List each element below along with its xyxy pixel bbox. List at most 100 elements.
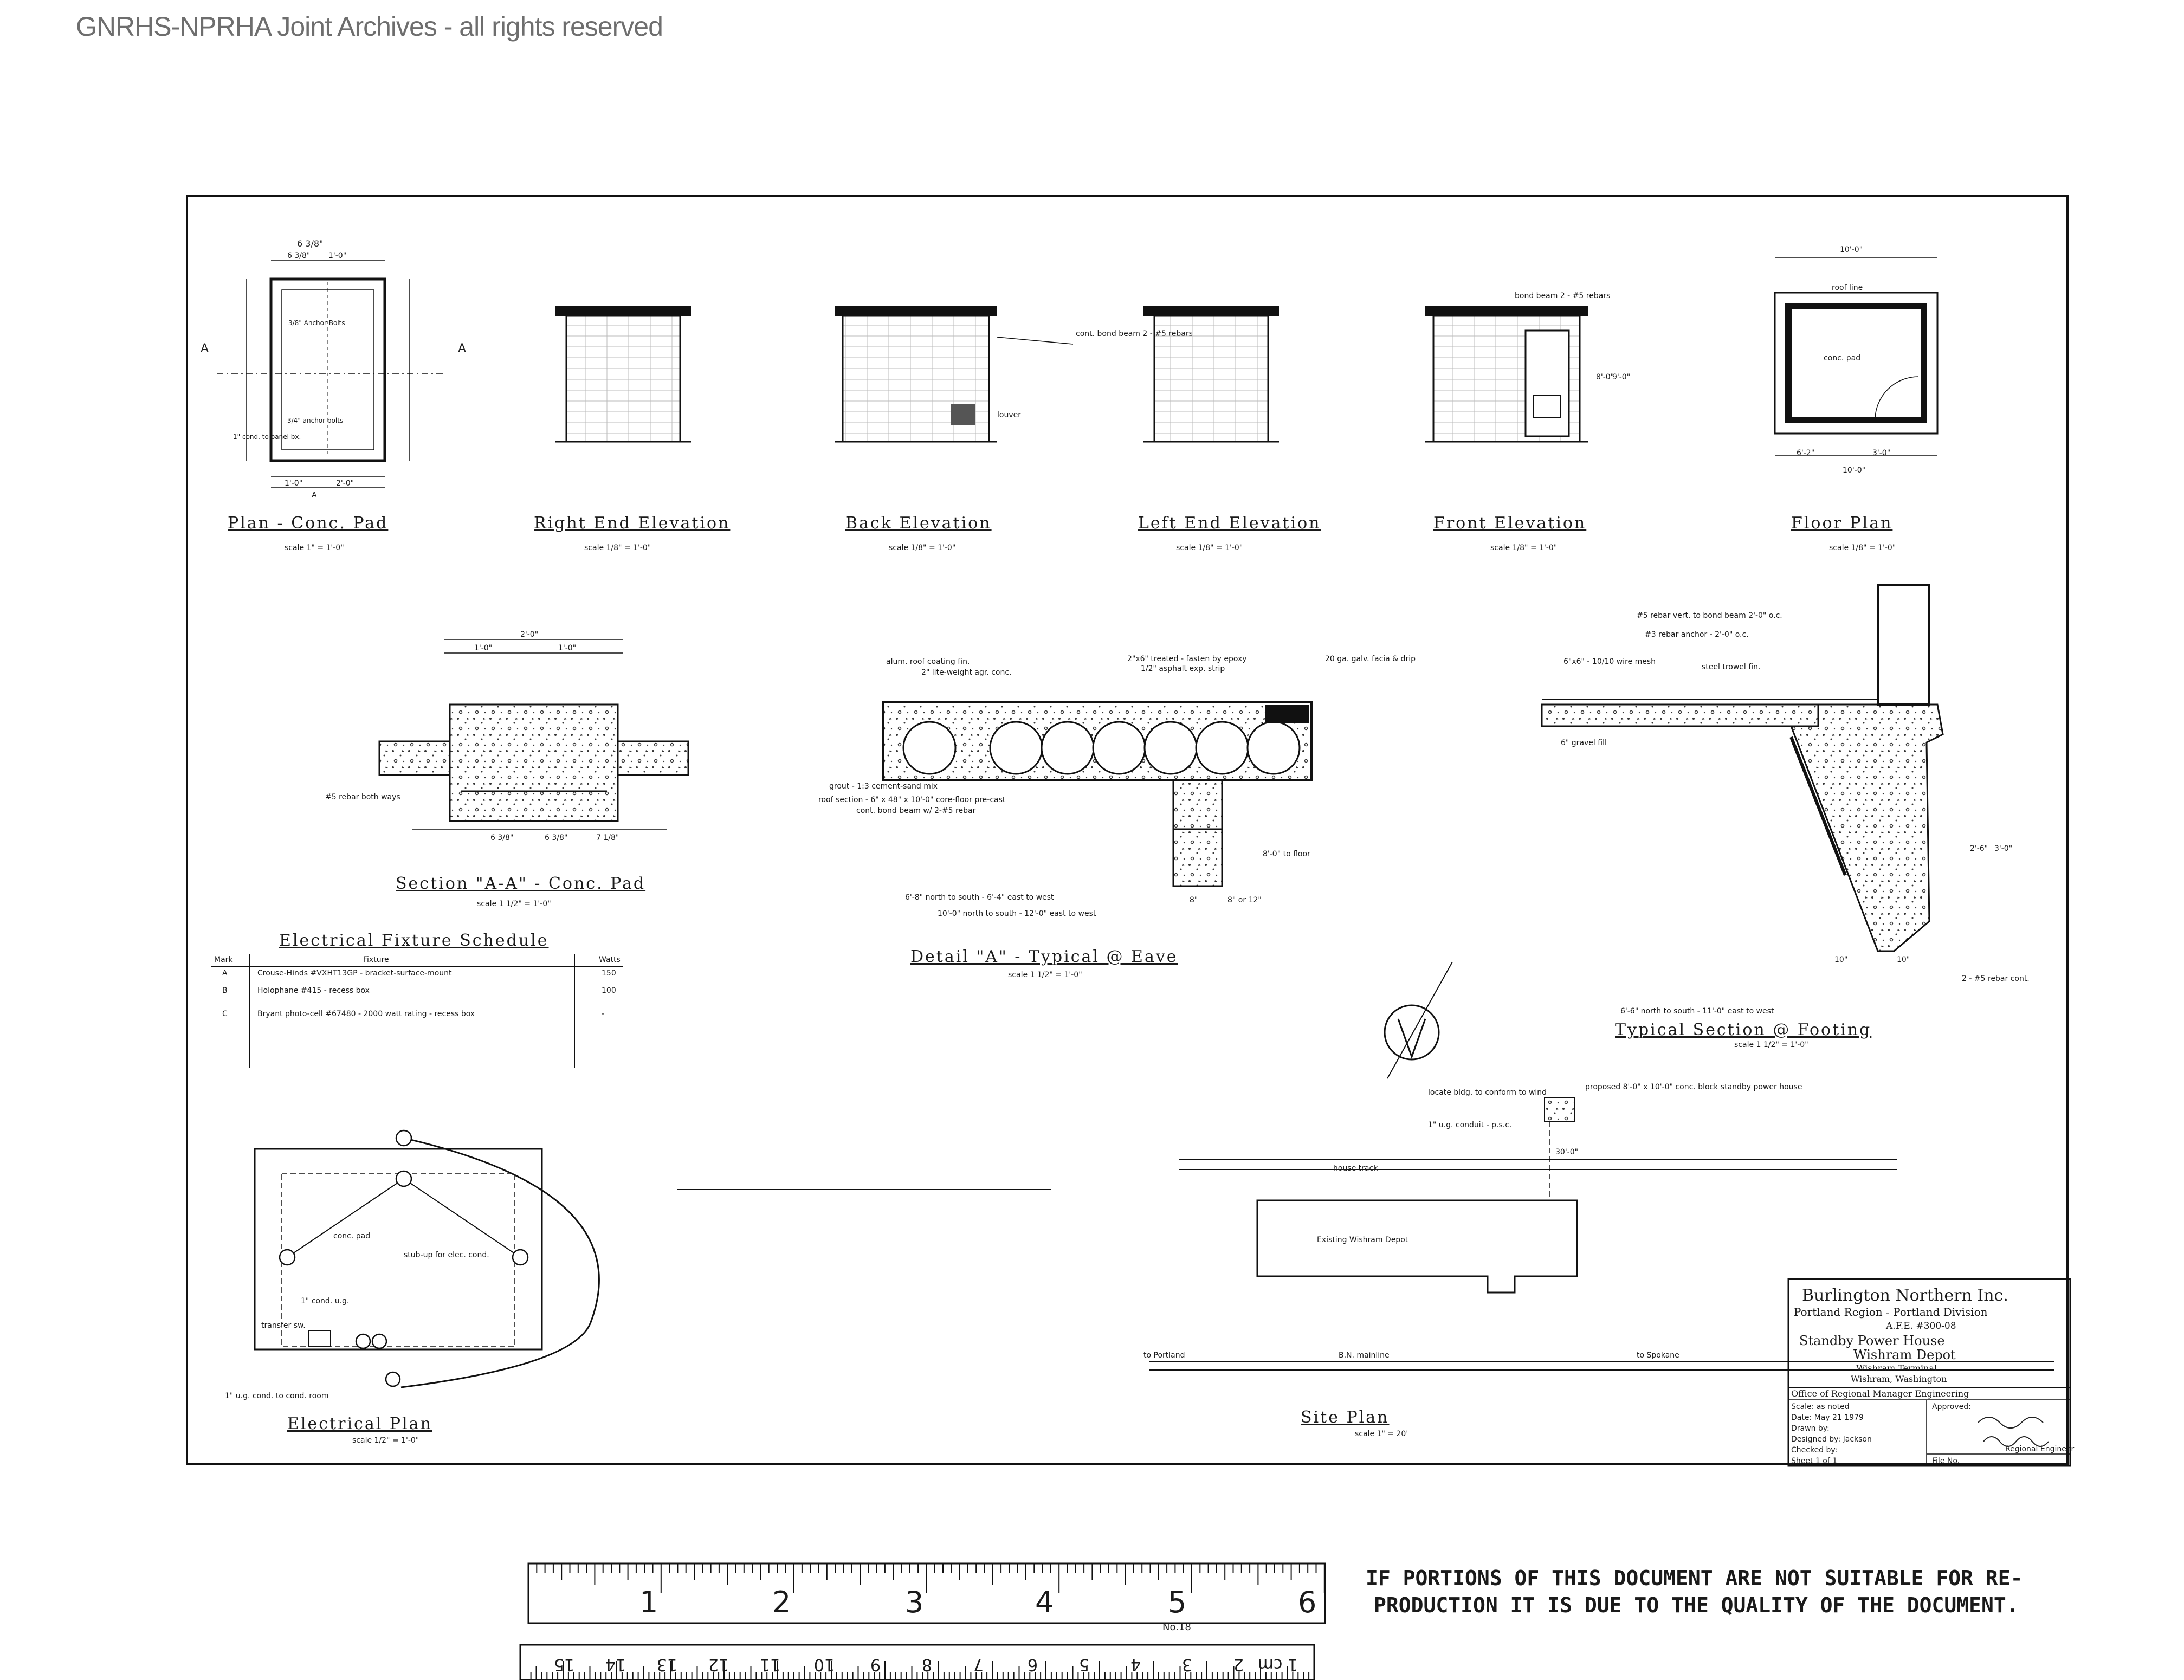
schedule-row-c-mark: C [222, 1010, 228, 1018]
schedule-col-watts: Watts [599, 955, 621, 964]
elec-conduit: 1" cond. u.g. [301, 1297, 349, 1306]
schedule-row-b-fixture: Holophane #415 - recess box [257, 986, 370, 995]
front-title: Front Elevation [1433, 514, 1586, 533]
front-elevation-view: bond beam 2 - #5 rebars 8'-0" 9'-0" [1425, 292, 1630, 443]
ruler-cm-1: 1 cm [1258, 1655, 1298, 1674]
ruler-cm-9: 9 [870, 1655, 881, 1674]
footing-trowel: steel trowel fin. [1702, 663, 1760, 671]
detail-to-floor: 8'-0" to floor [1263, 850, 1310, 858]
elec-transfer: transfer sw. [261, 1321, 306, 1330]
footing-dim-3: 10" [1834, 955, 1847, 964]
elec-ug-cond: 1" u.g. cond. to cond. room [225, 1392, 328, 1400]
schedule-col-mark: Mark [214, 955, 233, 964]
schedule-row-c-watts: - [602, 1010, 604, 1018]
detail-span-1: 6'-8" north to south - 6'-4" east to wes… [905, 893, 1054, 902]
elec-stub-up: stub-up for elec. cond. [404, 1251, 489, 1259]
pad-anchor-note-2: 3/4" anchor bolts [287, 417, 343, 424]
detail-exp-strip: 1/2" asphalt exp. strip [1141, 664, 1225, 673]
ruler-inch-2: 2 [772, 1585, 791, 1619]
ruler-cm-14: 14 [605, 1655, 626, 1674]
ruler-inch-1: 1 [639, 1585, 658, 1619]
site-plan-scale: scale 1" = 20' [1355, 1430, 1408, 1438]
pad-dim-top: 6 3/8" [297, 238, 323, 249]
section-dim-5: 7 1/8" [596, 833, 619, 842]
site-depot: Existing Wishram Depot [1317, 1236, 1408, 1244]
tb-engineer: Regional Engineer [2005, 1445, 2074, 1453]
sheet-border [186, 195, 2069, 1465]
footing-title: Typical Section @ Footing [1615, 1020, 1871, 1039]
ruler-cm-2: 2 [1233, 1655, 1244, 1674]
tb-division: Portland Region - Portland Division [1794, 1306, 1988, 1319]
section-dim-2: 1'-0" [558, 644, 576, 652]
footing-dim-4: 10" [1897, 955, 1910, 964]
pad-dim-bottom-1: 1'-0" [285, 479, 302, 488]
pad-dim-bottom-2: 2'-0" [336, 479, 354, 488]
ruler-inch-3: 3 [905, 1585, 923, 1619]
tb-date: Date: May 21 1979 [1791, 1413, 1864, 1422]
site-plan-view: proposed 8'-0" x 10'-0" conc. block stan… [677, 961, 2054, 1371]
tb-sub2: Wishram, Washington [1851, 1374, 1947, 1384]
plan-pad-scale: scale 1" = 1'-0" [285, 544, 344, 552]
floor-dim-2: 3'-0" [1872, 449, 1890, 457]
section-aa-scale: scale 1 1/2" = 1'-0" [477, 900, 551, 908]
section-aa-title: Section "A-A" - Conc. Pad [396, 874, 645, 893]
ruler-inch-5: 5 [1168, 1585, 1186, 1619]
ruler-cm-13: 13 [657, 1655, 677, 1674]
section-mark-right: A [458, 342, 466, 356]
ruler-cm-7: 7 [973, 1655, 984, 1674]
electrical-plan-title: Electrical Plan [287, 1414, 432, 1433]
tb-approved: Approved: [1932, 1403, 1971, 1411]
pad-conduit-note: 1" cond. to panel bx. [233, 433, 301, 441]
footing-scale: scale 1 1/2" = 1'-0" [1734, 1041, 1808, 1049]
floor-dim-top: 10'-0" [1840, 245, 1863, 254]
reproduction-stamp: IF PORTIONS OF THIS DOCUMENT ARE NOT SUI… [1366, 1566, 2023, 1617]
detail-span-2: 10'-0" north to south - 12'-0" east to w… [938, 909, 1096, 918]
title-block: Burlington Northern Inc. Portland Region… [1787, 1278, 2074, 1467]
section-rebar-note: #5 rebar both ways [325, 793, 400, 802]
front-height-1: 8'-0" [1596, 373, 1614, 382]
left-end-title: Left End Elevation [1138, 514, 1321, 533]
tb-file: File No. [1932, 1457, 1960, 1465]
tb-drawn: Drawn by: [1791, 1424, 1830, 1433]
tb-company: Burlington Northern Inc. [1802, 1286, 2008, 1305]
ruler-inch-4: 4 [1035, 1585, 1054, 1619]
site-to-portland: to Portland [1143, 1351, 1185, 1360]
detail-a-title: Detail "A" - Typical @ Eave [910, 947, 1178, 966]
footing-dim-2: 3'-0" [1994, 844, 2012, 853]
floor-conc-pad: conc. pad [1824, 354, 1860, 363]
ruler-cm-labels: 1 cm 2 3 4 5 6 7 8 9 10 11 12 13 14 15 [554, 1655, 1298, 1674]
ruler-cm-12: 12 [708, 1655, 729, 1674]
schedule-row-a-fixture: Crouse-Hinds #VXHT13GP - bracket-surface… [257, 969, 452, 978]
floor-plan-title: Floor Plan [1791, 514, 1892, 533]
tb-location: Wishram Depot [1853, 1347, 1956, 1362]
schedule-row-a-watts: 150 [602, 969, 616, 978]
tb-sheet: Sheet 1 of 1 [1791, 1457, 1837, 1465]
schedule-row-c-fixture: Bryant photo-cell #67480 - 2000 watt rat… [257, 1010, 475, 1018]
section-aa-view: 2'-0" 1'-0" 1'-0" #5 rebar both ways 6 3… [325, 630, 689, 842]
floor-plan-scale: scale 1/8" = 1'-0" [1829, 544, 1896, 552]
pad-dim-bottom-total: A [312, 491, 317, 500]
front-height-2: 9'-0" [1612, 373, 1630, 382]
measurement-ruler: 1 2 3 4 5 6 No.18 1 cm 2 3 4 5 6 7 8 9 1… [519, 1562, 1326, 1680]
section-dim-top: 2'-0" [520, 630, 538, 639]
back-scale: scale 1/8" = 1'-0" [889, 544, 955, 552]
left-end-scale: scale 1/8" = 1'-0" [1176, 544, 1243, 552]
tb-checked: Checked by: [1791, 1446, 1837, 1455]
detail-treated: 2"x6" treated - fasten by epoxy [1127, 655, 1247, 663]
site-proposed: proposed 8'-0" x 10'-0" conc. block stan… [1585, 1083, 1802, 1091]
site-house-track: house track [1333, 1164, 1378, 1173]
front-bond-beam-note: bond beam 2 - #5 rebars [1515, 292, 1610, 300]
footing-section-view: #5 rebar vert. to bond beam 2'-0" o.c. #… [1541, 584, 2030, 1016]
archive-watermark: GNRHS-NPRHA Joint Archives - all rights … [76, 11, 663, 42]
fixture-schedule: Electrical Fixture Schedule Mark Fixture… [211, 931, 623, 1068]
site-conduit: 1" u.g. conduit - p.s.c. [1428, 1121, 1511, 1129]
plan-pad-title: Plan - Conc. Pad [228, 514, 388, 533]
right-end-scale: scale 1/8" = 1'-0" [584, 544, 651, 552]
footing-dim-1: 2'-6" [1970, 844, 1988, 853]
left-end-elevation-view [1143, 306, 1279, 443]
section-dim-4: 6 3/8" [545, 833, 567, 842]
footing-wire-mesh: 6"x6" - 10/10 wire mesh [1563, 657, 1656, 666]
back-louver-note: louver [997, 411, 1021, 419]
detail-grout: grout - 1:3 cement-sand mix [829, 782, 938, 791]
